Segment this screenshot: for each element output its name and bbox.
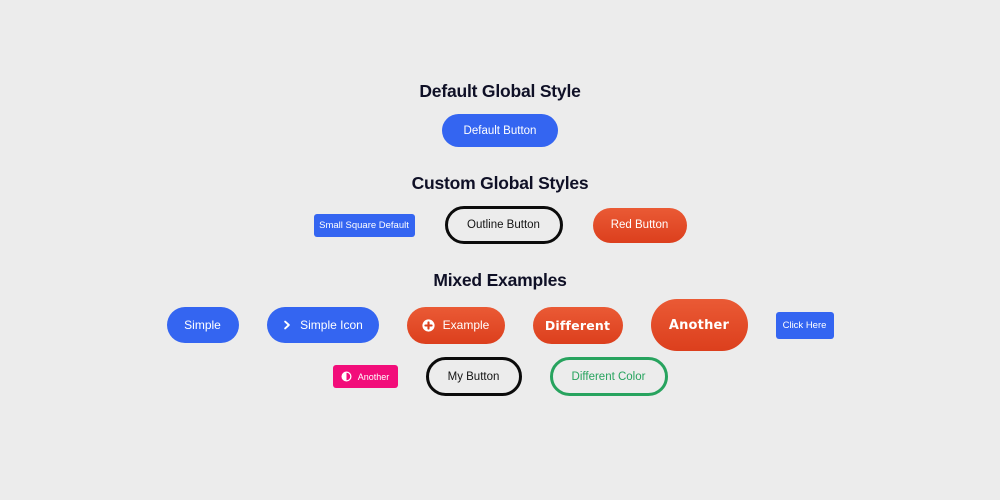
small-square-default-button[interactable]: Small Square Default <box>313 213 415 237</box>
chevron-right-icon <box>282 320 292 330</box>
simple-icon-button-label: Simple Icon <box>300 318 363 332</box>
row-custom-styles: Small Square Default Outline Button Red … <box>313 206 687 244</box>
row-default-style: Default Button <box>442 114 558 147</box>
different-color-button[interactable]: Different Color <box>549 357 668 396</box>
example-button[interactable]: Example <box>406 306 505 344</box>
another-pink-button-label: Another <box>357 371 390 382</box>
click-here-button-label: Click Here <box>782 319 827 331</box>
outline-button-label: Outline Button <box>467 219 540 231</box>
small-square-default-label: Small Square Default <box>319 219 409 231</box>
outline-button[interactable]: Outline Button <box>444 206 563 244</box>
section-title-default-global-style: Default Global Style <box>419 81 581 101</box>
another-big-button[interactable]: Another <box>650 299 748 351</box>
different-button[interactable]: Different <box>532 306 623 344</box>
section-title-custom-global-styles: Custom Global Styles <box>411 173 589 193</box>
my-button[interactable]: My Button <box>425 357 522 396</box>
example-button-label: Example <box>442 318 490 332</box>
default-button-label: Default Button <box>463 124 537 137</box>
click-here-button[interactable]: Click Here <box>775 311 834 339</box>
section-title-mixed-examples: Mixed Examples <box>433 270 567 290</box>
plus-circle-icon <box>422 318 435 332</box>
simple-button[interactable]: Simple <box>166 307 239 343</box>
another-pink-button[interactable]: Another <box>332 365 398 388</box>
default-button[interactable]: Default Button <box>442 114 558 147</box>
different-button-label: Different <box>544 317 611 333</box>
contrast-half-circle-icon <box>341 371 352 382</box>
red-button-label: Red Button <box>610 219 669 231</box>
simple-icon-button[interactable]: Simple Icon <box>266 307 379 343</box>
row-mixed-examples-2: Another My Button Different Color <box>332 357 668 396</box>
red-button[interactable]: Red Button <box>592 207 687 243</box>
different-color-button-label: Different Color <box>571 370 646 383</box>
simple-button-label: Simple <box>184 318 221 332</box>
my-button-label: My Button <box>447 370 500 383</box>
row-mixed-examples-1: Simple Simple Icon Example Different <box>166 299 834 351</box>
another-big-button-label: Another <box>668 317 730 333</box>
